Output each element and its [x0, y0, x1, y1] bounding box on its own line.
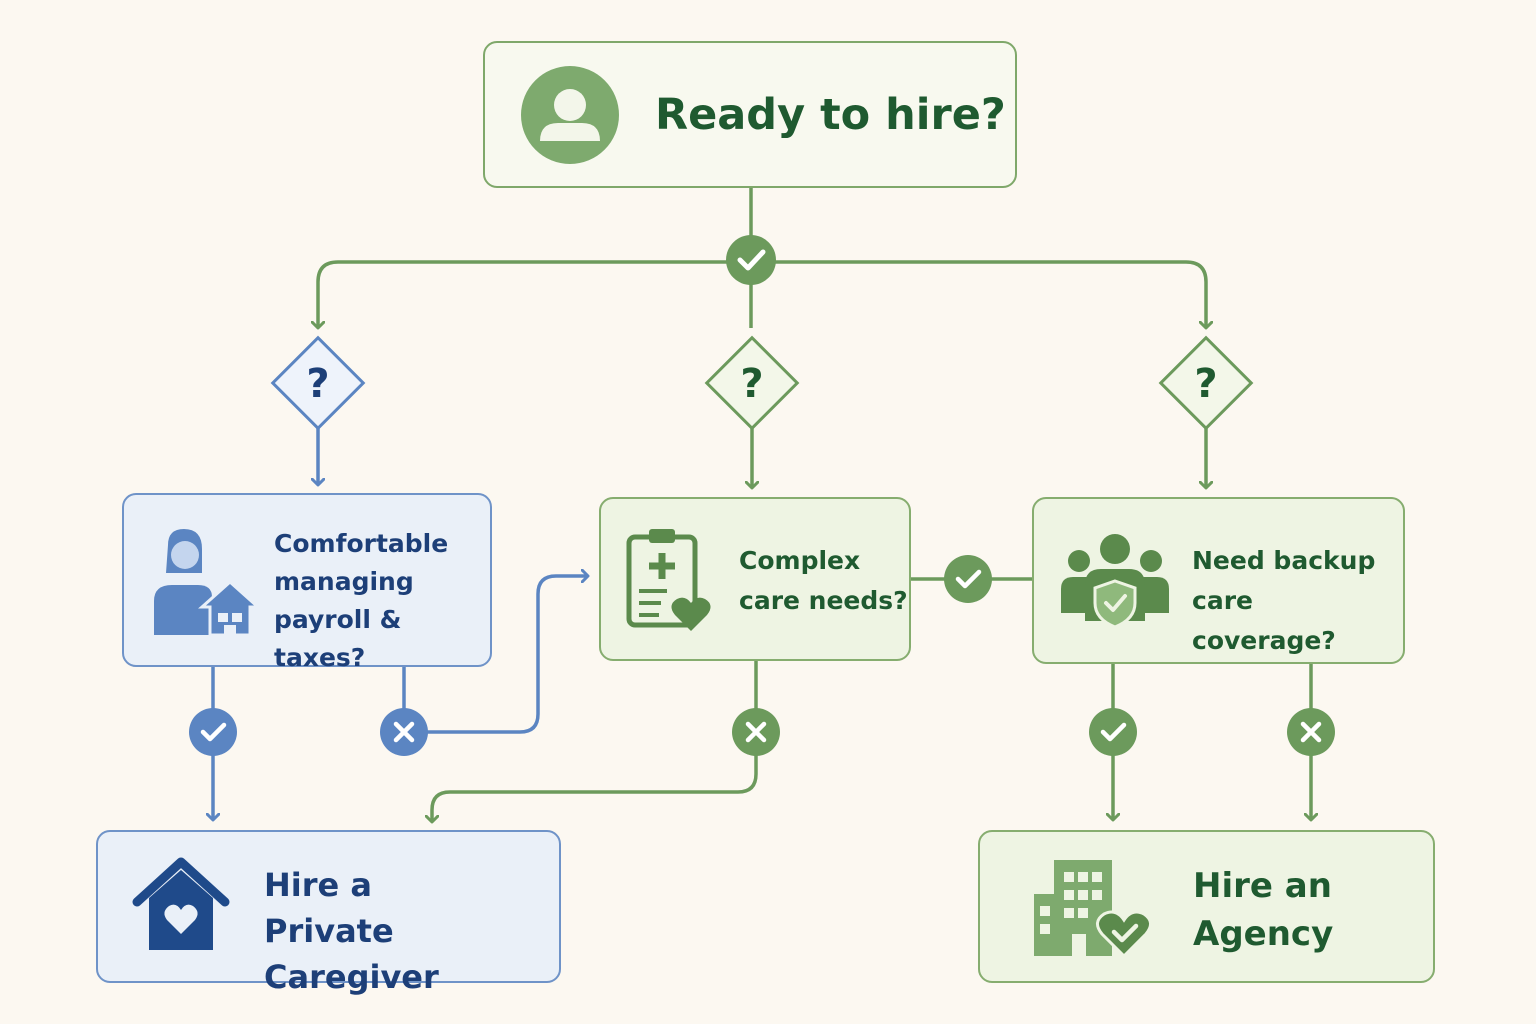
connector-complex-no [432, 660, 758, 822]
x-icon [732, 708, 780, 756]
medical-clipboard-icon [626, 529, 711, 631]
outcome-agency-label: Hire an Agency [1193, 866, 1334, 954]
check-icon [1089, 708, 1137, 756]
svg-text:?: ? [1194, 361, 1217, 407]
check-icon [944, 555, 992, 603]
start-label: Ready to hire? [655, 90, 1006, 140]
connector-payroll-no [402, 576, 588, 734]
question-diamond-icon: ? [704, 335, 800, 431]
check-icon [726, 235, 776, 285]
x-icon [380, 708, 428, 756]
outcome-private-caregiver: Hire a Private Caregiver [96, 830, 561, 996]
question-diamond-icon: ? [1158, 335, 1254, 431]
start-node: Ready to hire? [483, 41, 1017, 188]
check-icon [189, 708, 237, 756]
svg-text:?: ? [306, 361, 329, 407]
question-diamond-icon: ? [270, 335, 366, 431]
question-complex-label: Complex care needs? [739, 546, 908, 615]
question-payroll-label: Comfortable managing payroll & taxes? [274, 529, 449, 672]
question-backup-label: Need backup care coverage? [1192, 546, 1376, 655]
question-complex: Complex care needs? [599, 497, 911, 661]
svg-text:?: ? [740, 361, 763, 407]
house-heart-icon [132, 857, 230, 950]
x-icon [1287, 708, 1335, 756]
user-icon [521, 66, 619, 164]
question-backup: Need backup care coverage? [1032, 497, 1405, 664]
team-shield-icon [1061, 534, 1169, 629]
outcome-agency: Hire an Agency [978, 830, 1435, 983]
building-heart-icon [1034, 860, 1152, 958]
outcome-private-label: Hire a Private Caregiver [264, 866, 439, 996]
connector-to-right [751, 260, 1206, 328]
caregiver-home-icon [154, 529, 260, 637]
question-payroll: Comfortable managing payroll & taxes? [122, 493, 492, 672]
connector-to-left [318, 260, 751, 328]
